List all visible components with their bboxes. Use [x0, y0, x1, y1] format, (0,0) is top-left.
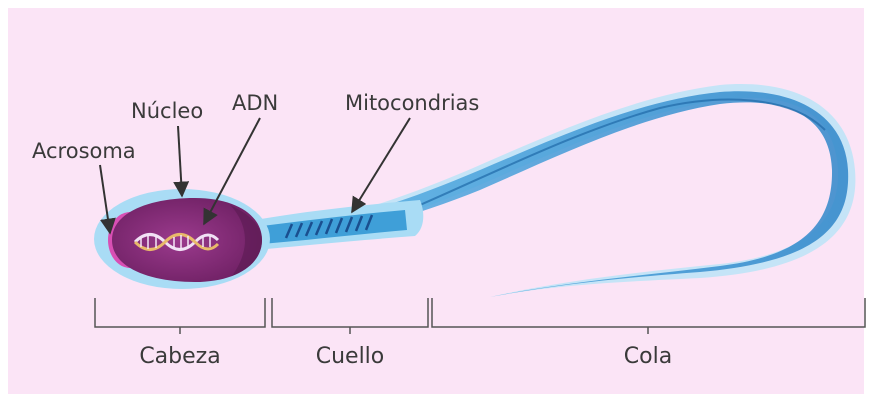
bracket-neck	[272, 298, 428, 327]
section-brackets	[95, 298, 865, 334]
section-label-head: Cabeza	[139, 344, 220, 369]
label-mitochondria: Mitocondrias	[345, 91, 479, 115]
section-label-tail: Cola	[624, 344, 672, 369]
bracket-head	[95, 298, 265, 327]
label-dna: ADN	[232, 91, 278, 115]
tail-membrane	[262, 84, 855, 297]
nucleus-arrow	[178, 126, 182, 196]
label-nucleus: Núcleo	[131, 99, 203, 123]
bracket-tail	[432, 298, 865, 327]
label-acrosome: Acrosoma	[32, 139, 136, 163]
section-label-neck: Cuello	[316, 344, 385, 369]
